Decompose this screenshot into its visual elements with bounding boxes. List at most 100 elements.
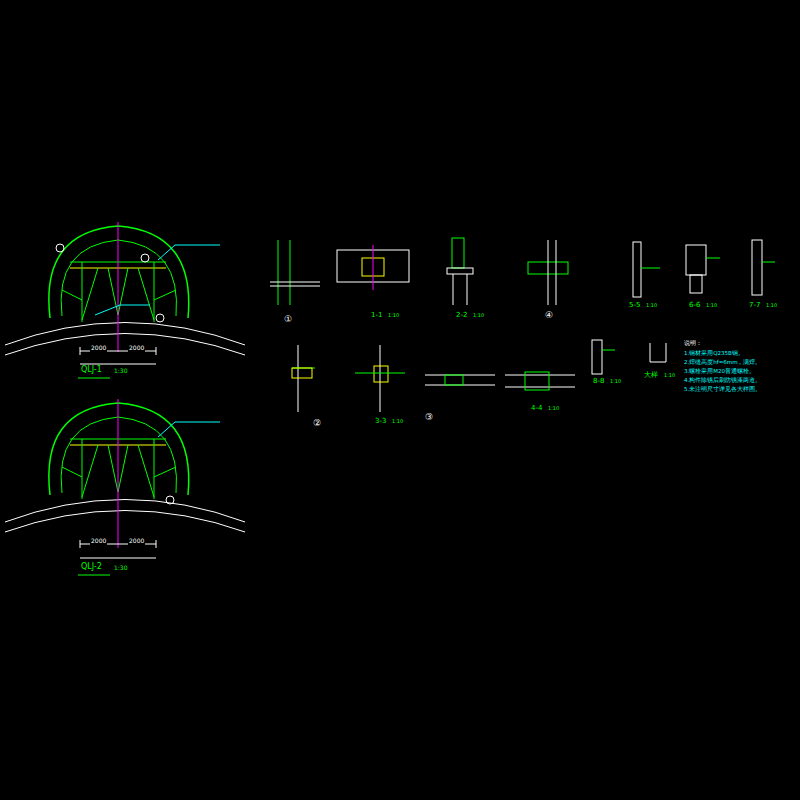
note-line: 3.螺栓采用M20普通螺栓。 [683, 368, 756, 374]
drawing-line [690, 275, 702, 293]
drawing-line [118, 445, 128, 492]
drawing-line [78, 575, 110, 576]
drawing-line [154, 290, 176, 300]
callout-number: ② [312, 419, 322, 429]
drawing-line [452, 238, 464, 268]
section-title: 1-1 [370, 312, 383, 320]
drawing-line [447, 268, 473, 274]
drawing-line [355, 373, 405, 374]
detail-title: 大样 [643, 372, 659, 380]
scale: 1:10 [705, 303, 718, 309]
section-title: 5-5 [628, 302, 641, 310]
section-title: 4-4 [530, 405, 543, 413]
drawing-line [270, 282, 320, 283]
drawing-line [686, 245, 706, 275]
section-title: 3-3 [374, 418, 387, 426]
drawing-line [61, 417, 176, 493]
drawing-line [374, 366, 388, 382]
drawing-title: QLJ-2 [80, 563, 103, 572]
note-line: 1.钢材采用Q235B钢。 [683, 350, 745, 356]
drawing-line [602, 350, 615, 351]
drawing-line [80, 540, 81, 548]
drawing-line [154, 262, 155, 322]
drawing-line [525, 372, 549, 390]
drawing-line [118, 399, 119, 548]
drawing-line [62, 290, 82, 300]
drawing-line [158, 245, 220, 260]
drawing-line [80, 364, 156, 365]
callout-number: ① [283, 315, 293, 325]
callout-number: ③ [424, 413, 434, 423]
scale: 1:10 [391, 419, 404, 425]
drawing-line [467, 274, 468, 305]
drawing-line [158, 422, 220, 437]
scale: 1:10 [547, 406, 560, 412]
drawing-line [650, 343, 666, 362]
drawing-line [49, 226, 189, 318]
scale: 1:30 [113, 565, 128, 572]
drawing-line [5, 511, 245, 533]
drawing-title: QLJ-1 [80, 366, 103, 375]
dimension: 2000 [90, 538, 107, 545]
drawing-line [62, 467, 82, 477]
drawing-line [108, 445, 118, 492]
drawing-line [141, 254, 149, 262]
drawing-line [556, 240, 557, 305]
drawing-line [445, 375, 463, 385]
scale: 1:10 [609, 379, 622, 385]
note-line: 5.未注明尺寸详见各大样图。 [683, 386, 762, 392]
dimension: 2000 [128, 345, 145, 352]
drawing-line [380, 345, 381, 412]
section-title: 7-7 [748, 302, 761, 310]
drawing-line [5, 334, 245, 356]
drawing-line [80, 347, 81, 355]
note-line: 2.焊缝高度hf=6mm，满焊。 [683, 359, 763, 365]
dimension: 2000 [90, 345, 107, 352]
drawing-line [270, 286, 320, 287]
drawing-line [641, 268, 660, 269]
drawing-line [752, 240, 762, 295]
section-title: 2-2 [455, 312, 468, 320]
drawing-line [373, 245, 374, 290]
drawing-line [118, 222, 119, 352]
notes-heading: 说明： [683, 340, 703, 347]
scale: 1:10 [472, 313, 485, 319]
drawing-line [156, 347, 157, 355]
drawing-line [95, 305, 150, 315]
drawing-line [278, 240, 279, 305]
drawing-line [154, 467, 176, 477]
scale: 1:30 [113, 368, 128, 375]
drawing-line [505, 387, 575, 388]
drawing-line [78, 378, 110, 379]
scale: 1:10 [387, 313, 400, 319]
drawing-line [762, 262, 775, 263]
drawing-line [548, 240, 549, 305]
frame-qlj-1 [5, 222, 245, 378]
drawing-line [82, 445, 98, 497]
scale: 1:10 [663, 373, 676, 379]
drawing-line [290, 240, 291, 305]
section-details [270, 238, 775, 412]
section-title: 6-6 [688, 302, 701, 310]
section-title: 8-8 [592, 378, 605, 386]
drawing-line [82, 262, 83, 322]
drawing-line [154, 439, 155, 499]
drawing-line [82, 439, 83, 499]
scale: 1:10 [645, 303, 658, 309]
drawing-line [292, 368, 312, 378]
drawing-line [82, 268, 98, 320]
drawing-line [118, 268, 128, 315]
drawing-line [453, 274, 454, 305]
frame-qlj-2 [5, 399, 245, 575]
drawing-line [61, 240, 176, 316]
drawing-line [80, 558, 156, 559]
drawing-line [156, 540, 157, 548]
drawing-line [156, 314, 164, 322]
drawing-line [138, 445, 154, 497]
drawing-line [592, 340, 602, 374]
dimension: 2000 [128, 538, 145, 545]
drawing-line [56, 244, 64, 252]
drawing-line [138, 268, 154, 320]
